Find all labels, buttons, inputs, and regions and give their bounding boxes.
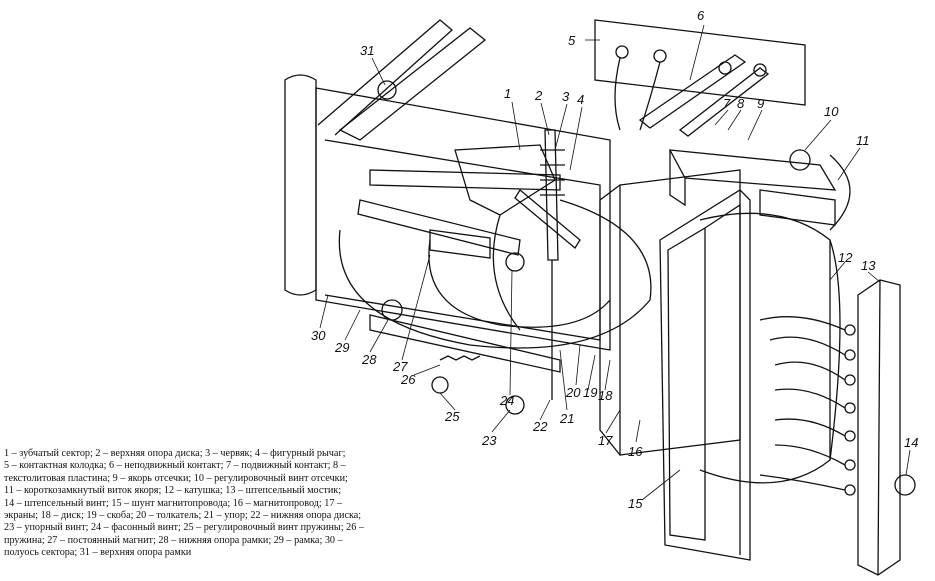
label-6: 6 <box>697 8 705 23</box>
cutoff-screw <box>789 149 811 171</box>
shorted-turn <box>759 189 836 226</box>
permanent-magnet <box>429 229 491 259</box>
legend-line: 14 – штепсельный винт; 15 – шунт магнито… <box>4 497 343 509</box>
shunt-front <box>659 189 751 561</box>
label-13: 13 <box>861 258 876 273</box>
label-2: 2 <box>534 88 543 103</box>
lower-support <box>381 299 403 321</box>
coil <box>699 212 831 484</box>
figure-legend: 1 – зубчатый сектор; 2 – верхняя опора д… <box>4 448 464 560</box>
wire-b <box>639 61 661 131</box>
label-9: 9 <box>757 96 764 111</box>
coil-back <box>829 239 841 461</box>
label-23: 23 <box>481 433 497 448</box>
label-28: 28 <box>361 352 377 367</box>
sector <box>454 144 556 216</box>
label-15: 15 <box>628 496 643 511</box>
contact-block <box>594 19 806 106</box>
legend-line: полуось сектора; 31 – верхняя опора рамк… <box>4 547 192 559</box>
wire-c <box>829 154 851 231</box>
label-11: 11 <box>856 133 870 148</box>
label-29: 29 <box>334 340 349 355</box>
worm <box>544 129 559 261</box>
label-12: 12 <box>838 250 853 265</box>
label-17: 17 <box>598 433 613 448</box>
label-8: 8 <box>737 96 745 111</box>
top-arm <box>338 27 487 141</box>
label-5: 5 <box>568 33 576 48</box>
block-screw-2 <box>653 49 667 63</box>
label-4: 4 <box>577 92 584 107</box>
block-screw-1 <box>615 45 629 59</box>
label-31: 31 <box>360 43 374 58</box>
label-22: 22 <box>532 419 548 434</box>
slat-1 <box>369 169 561 191</box>
label-19: 19 <box>583 385 597 400</box>
frame <box>315 87 611 351</box>
moving-contact <box>678 67 770 137</box>
block-screw-4 <box>753 63 767 77</box>
arm-nut <box>377 80 397 100</box>
slat-2 <box>357 199 521 256</box>
screw-25 <box>431 376 449 394</box>
label-18: 18 <box>598 388 613 403</box>
label-26: 26 <box>400 372 416 387</box>
label-30: 30 <box>311 328 326 343</box>
top-arm-2 <box>317 19 453 136</box>
left-post <box>284 74 317 296</box>
legend-line: 5 – контактная колодка; 6 – неподвижный … <box>4 460 346 472</box>
spring-26 <box>439 355 481 361</box>
screw-23 <box>505 395 525 415</box>
armature <box>668 149 837 191</box>
fixed-contact <box>638 54 747 129</box>
frame-inner <box>324 139 601 341</box>
label-7: 7 <box>723 96 731 111</box>
label-1: 1 <box>504 86 511 101</box>
label-16: 16 <box>628 444 643 459</box>
legend-line: 23 – упорный винт; 24 – фасонный винт; 2… <box>4 522 364 534</box>
plug-screw <box>894 474 916 496</box>
wire-a <box>614 57 621 131</box>
bottom-bar <box>369 314 561 373</box>
label-21: 21 <box>559 411 574 426</box>
figured-lever <box>514 189 581 249</box>
label-14: 14 <box>904 435 918 450</box>
legend-line: экраны; 18 – диск; 19 – скоба; 20 – толк… <box>4 510 362 522</box>
legend-line: 1 – зубчатый сектор; 2 – верхняя опора д… <box>4 448 346 459</box>
legend-line: пружина; 27 – постоянный магнит; 28 – ни… <box>4 534 343 546</box>
sector-arc <box>492 214 521 331</box>
label-24: 24 <box>499 393 514 408</box>
shunt-right <box>704 203 741 555</box>
legend-line: текстолитовая пластина; 9 – якорь отсечк… <box>4 472 348 484</box>
disk <box>338 199 652 349</box>
disk-inner <box>428 239 611 328</box>
label-27: 27 <box>392 359 408 374</box>
core-side <box>599 184 621 456</box>
legend-line: 11 – короткозамкнутый виток якоря; 12 – … <box>4 485 342 497</box>
label-3: 3 <box>562 89 570 104</box>
label-25: 25 <box>444 409 460 424</box>
shunt-inner <box>667 226 706 541</box>
screw-24 <box>505 252 525 272</box>
label-10: 10 <box>824 104 839 119</box>
label-20: 20 <box>565 385 581 400</box>
plug-terminals <box>759 316 856 496</box>
armature-block <box>669 150 686 207</box>
